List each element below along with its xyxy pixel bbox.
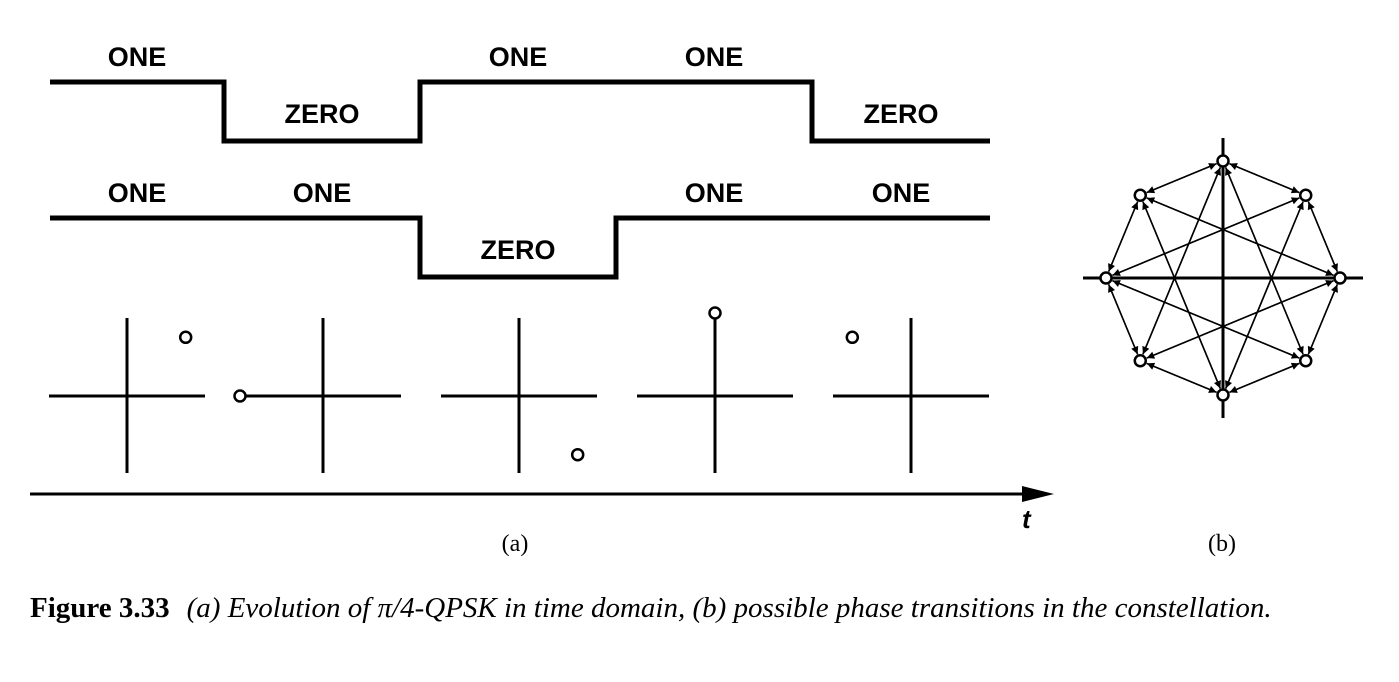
top-bit-label: ONE [489,42,548,72]
symbol-constellation [637,306,793,473]
symbol-constellation [49,318,205,473]
constellation-point [1099,271,1113,285]
panel-a-label: (a) [502,531,529,557]
symbol-point [178,330,193,345]
figure-caption: Figure 3.33 (a) Evolution of π/4-QPSK in… [30,588,1370,629]
constellation-point [1298,188,1313,203]
top-bit-label: ZERO [863,99,938,129]
top-bit-label: ZERO [284,99,359,129]
symbol-constellation [441,318,597,473]
top-bit-label: ONE [685,42,744,72]
bottom-bit-label: ONE [872,178,931,208]
phase-transition-arrow [1307,284,1339,355]
phase-transition-arrow [1224,167,1304,355]
phase-transition-arrow [1112,197,1300,277]
top-waveform: ONE ZERO ONE ONE ZERO [50,42,990,144]
symbol-constellations [49,306,989,473]
phase-transition-arrow [1229,162,1300,194]
bottom-bit-label: ONE [685,178,744,208]
phase-transition-arrow [1224,201,1304,389]
constellation-point [1133,188,1148,203]
constellation-point [1298,353,1313,368]
phase-transition-arrow [1146,197,1334,277]
caption-label: Figure 3.33 [30,592,170,624]
time-axis: t [30,486,1054,534]
phase-transition-constellation [1083,138,1363,418]
constellation-point [1216,154,1230,168]
time-axis-label: t [1022,504,1032,534]
phase-transition-arrows [1107,162,1339,394]
phase-transition-arrow [1142,167,1222,355]
phase-transition-arrow [1107,284,1139,355]
phase-transition-arrow [1112,279,1300,359]
top-waveform-line [50,79,990,144]
phase-transition-arrow [1146,279,1334,359]
phase-transition-arrow [1307,201,1339,272]
constellation-point [1216,388,1230,402]
symbol-constellation [833,318,989,473]
bottom-bit-label: ONE [108,178,167,208]
bottom-bit-label: ONE [293,178,352,208]
constellation-point [1133,353,1148,368]
constellation-point [1333,271,1347,285]
symbol-point [845,330,860,345]
top-bit-label: ONE [108,42,167,72]
symbol-point [233,389,247,403]
time-axis-arrowhead [1022,486,1054,502]
bottom-bit-label: ZERO [480,235,555,265]
phase-transition-arrow [1107,201,1139,272]
bottom-waveform-line [50,215,990,280]
symbol-point [570,447,585,462]
phase-transition-arrow [1229,362,1300,394]
bottom-waveform: ONE ONE ZERO ONE ONE [50,178,990,280]
symbol-constellation [233,318,401,473]
panel-b-label: (b) [1208,531,1236,557]
phase-transition-arrow [1146,362,1217,394]
bit-waveforms: ONE ZERO ONE ONE ZERO ONE ONE ZERO ONE ONE [50,42,990,280]
caption-text: (a) Evolution of π/4-QPSK in time domain… [186,592,1272,624]
phase-transition-arrow [1142,201,1222,389]
symbol-point [708,306,722,320]
phase-transition-arrow [1146,162,1217,194]
